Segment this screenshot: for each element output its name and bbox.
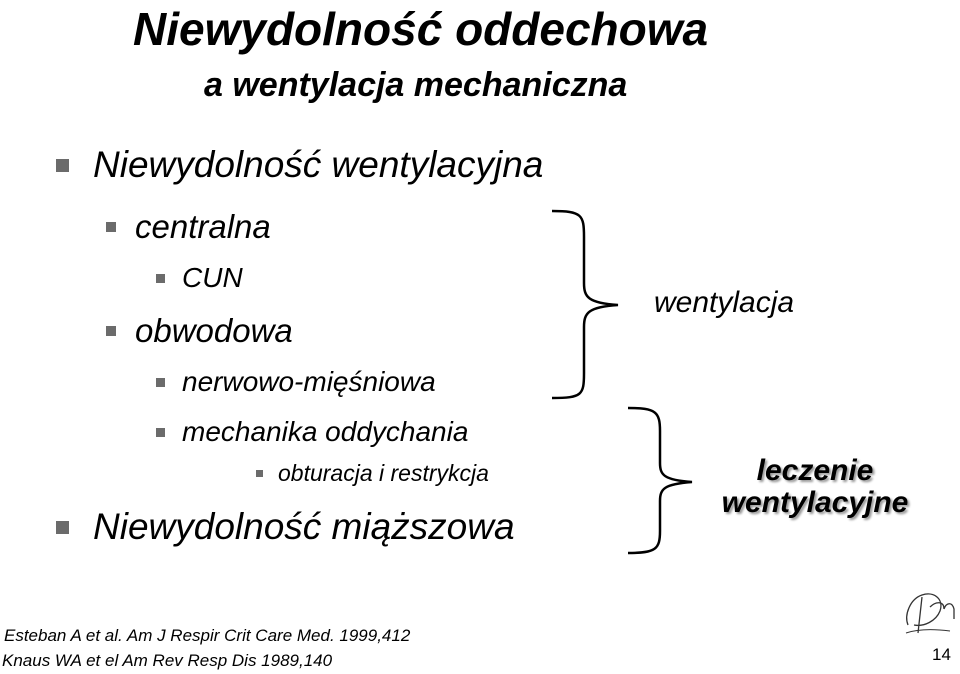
slide-title-line1: Niewydolność oddechowa (133, 3, 709, 55)
outline-item-cun: CUN (156, 262, 243, 294)
square-bullet-icon (156, 273, 165, 283)
signature-logo-icon (905, 593, 955, 634)
outline-item-label: Niewydolność wentylacyjna (93, 144, 544, 185)
lower-brace-icon (627, 406, 693, 555)
ventilation-treatment-label-line1: leczenie (756, 454, 874, 487)
square-bullet-icon (56, 158, 69, 172)
square-bullet-icon (56, 520, 69, 534)
square-bullet-icon (106, 222, 116, 232)
ventilation-label: wentylacja (654, 286, 795, 319)
outline-item-neuromuscular: nerwowo-mięśniowa (156, 366, 436, 398)
page-number: 14 (932, 645, 951, 664)
ventilation-treatment-label: leczenie wentylacyjne (700, 454, 930, 520)
square-bullet-icon (256, 470, 263, 477)
outline-item-breathing-mechanics: mechanika oddychania (156, 416, 468, 448)
square-bullet-icon (106, 326, 116, 336)
outline-item-label: centralna (135, 208, 271, 245)
outline-item-label: Niewydolność miąższowa (93, 506, 515, 547)
outline-item-label: nerwowo-mięśniowa (182, 366, 436, 397)
outline-item-ventilatory-failure: Niewydolność wentylacyjna (56, 144, 543, 186)
ventilation-treatment-label-line2: wentylacyjne (721, 486, 909, 519)
outline-item-central: centralna (106, 208, 271, 246)
outline-item-parenchymal-failure: Niewydolność miąższowa (56, 506, 515, 548)
slide-subtitle: a wentylacja mechaniczna (204, 66, 628, 104)
outline-item-label: obturacja i restrykcja (278, 460, 489, 486)
outline-item-peripheral: obwodowa (106, 312, 293, 350)
square-bullet-icon (156, 377, 165, 387)
slide-title: Niewydolność oddechowa (133, 2, 708, 56)
reference-2: Knaus WA et el Am Rev Resp Dis 1989,140 (2, 651, 333, 670)
upper-brace-icon (551, 209, 619, 400)
outline-item-label: obwodowa (135, 312, 293, 349)
outline-item-label: mechanika oddychania (182, 416, 469, 447)
outline-item-label: CUN (182, 262, 243, 293)
reference-1: Esteban A et al. Am J Respir Crit Care M… (4, 626, 411, 645)
outline-item-obstruction-restriction: obturacja i restrykcja (256, 460, 489, 487)
square-bullet-icon (156, 427, 165, 437)
